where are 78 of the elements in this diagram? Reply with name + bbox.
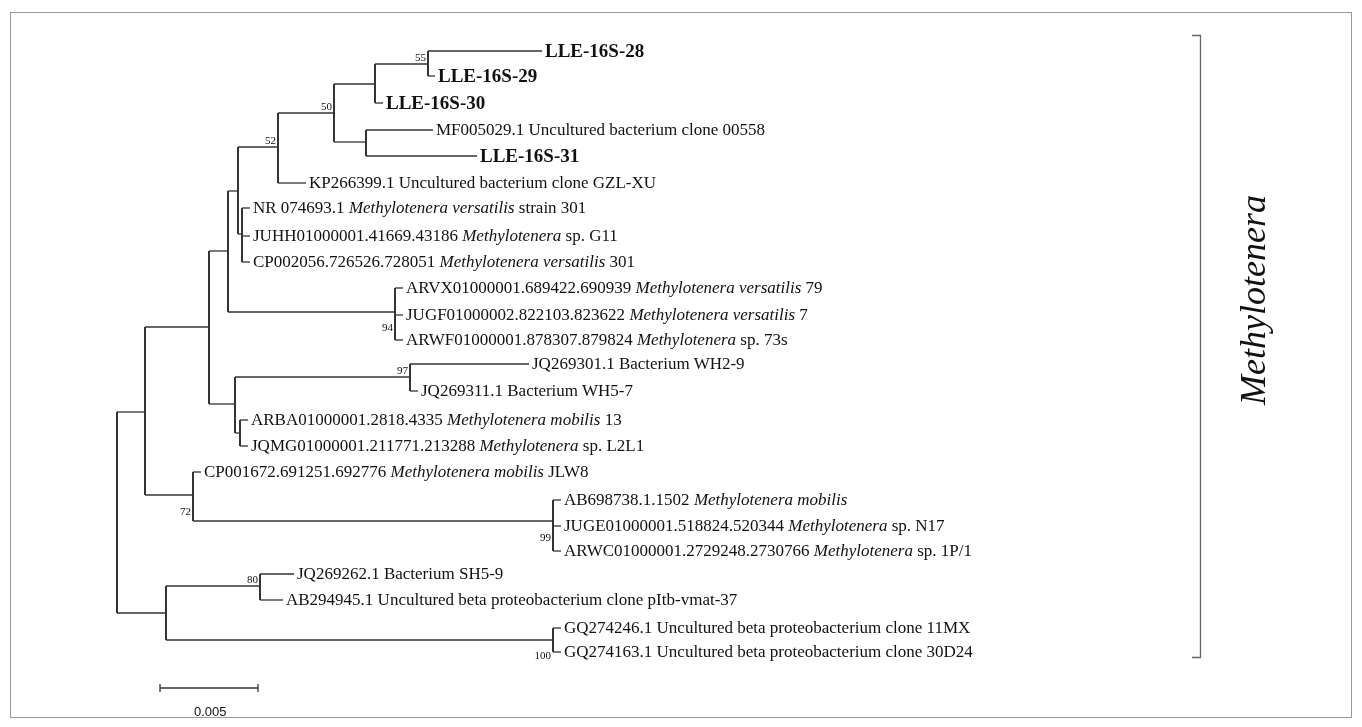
bootstrap-value: 94 [382, 321, 393, 333]
bootstrap-value: 72 [180, 505, 191, 517]
tree-branch [239, 419, 249, 421]
taxon-label: JQ269262.1 Bacterium SH5-9 [294, 564, 504, 584]
taxon-label: AB698738.1.1502 Methylotenera mobilis [561, 490, 848, 510]
tree-branch [208, 403, 236, 405]
bootstrap-value: 55 [415, 51, 426, 63]
tree-branch [259, 573, 295, 575]
taxon-label: KP266399.1 Uncultured bacterium clone GZL-XU [306, 173, 656, 193]
tree-branch [277, 182, 307, 184]
tree-branch [227, 190, 239, 192]
tree-branch [374, 63, 429, 65]
taxon-label: ARWC01000001.2729248.2730766 Methylotenera sp. 1P/1 [561, 541, 972, 561]
tree-branch [333, 141, 367, 143]
taxon-label: AB294945.1 Uncultured beta proteobacterium clone pItb-vmat-37 [283, 590, 738, 610]
bootstrap-value: 97 [397, 364, 408, 376]
tree-branch [427, 50, 543, 52]
tree-branch [227, 311, 396, 313]
clade-label: Methylotenera [1232, 195, 1273, 405]
taxon-label: LLE-16S-31 [477, 146, 580, 167]
taxon-label: JQ269311.1 Bacterium WH5-7 [418, 381, 633, 401]
tree-branch [365, 129, 434, 131]
tree-branch [192, 520, 554, 522]
taxon-label: GQ274163.1 Uncultured beta proteobacterium clone 30D24 [561, 642, 973, 662]
tree-branch [237, 233, 243, 235]
tree-branch [241, 207, 251, 209]
taxon-label: LLE-16S-30 [383, 93, 486, 114]
taxon-label: LLE-16S-28 [542, 41, 645, 62]
taxon-label: CP001672.691251.692776 Methylotenera mobilis JLW8 [201, 462, 589, 482]
bootstrap-value: 80 [247, 573, 258, 585]
tree-branch [333, 83, 376, 85]
tree-branch [409, 390, 419, 392]
tree-branch [192, 471, 202, 473]
taxon-label: CP002056.726526.728051 Methylotenera versatilis 301 [250, 252, 635, 272]
scale-label: 0.005 [194, 704, 227, 719]
taxon-label: MF005029.1 Uncultured bacterium clone 00558 [433, 120, 766, 140]
taxon-label: JUGF01000002.822103.823622 Methylotenera versatilis 7 [403, 305, 808, 325]
tree-branch [234, 376, 411, 378]
tree-branch [234, 432, 241, 434]
bootstrap-value: 100 [534, 649, 551, 661]
taxon-label: ARBA01000001.2818.4335 Methylotenera mobilis 13 [248, 410, 622, 430]
tree-branch [552, 499, 562, 501]
tree-branch [552, 525, 562, 527]
tree-branch [552, 627, 562, 629]
taxon-label: ARVX01000001.689422.690939 Methylotenera versatilis 79 [403, 278, 823, 298]
taxon-label: JUGE01000001.518824.520344 Methylotenera sp. N17 [561, 516, 945, 536]
tree-branch [552, 651, 562, 653]
tree-branch [237, 146, 279, 148]
tree-branch [277, 112, 335, 114]
bootstrap-value: 99 [540, 531, 551, 543]
tree-branch [144, 326, 210, 328]
tree-branch [394, 287, 404, 289]
tree-branch [374, 102, 384, 104]
tree-branch [241, 261, 251, 263]
taxon-label: ARWF01000001.878307.879824 Methylotenera sp. 73s [403, 330, 788, 350]
tree-branch [394, 314, 404, 316]
taxon-label: JQ269301.1 Bacterium WH2-9 [529, 354, 745, 374]
taxon-label: LLE-16S-29 [435, 66, 538, 87]
tree-branch [427, 75, 436, 77]
taxon-label: NR 074693.1 Methylotenera versatilis strain 301 [250, 198, 587, 218]
tree-branch [365, 155, 478, 157]
tree-branch [144, 494, 194, 496]
taxon-label: GQ274246.1 Uncultured beta proteobacterium clone 11MX [561, 618, 971, 638]
tree-branch [394, 339, 404, 341]
tree-branch [239, 445, 249, 447]
taxon-label: JQMG01000001.211771.213288 Methylotenera sp. L2L1 [248, 436, 645, 456]
bootstrap-value: 52 [265, 134, 276, 146]
tree-branch [116, 612, 167, 614]
tree-branch [165, 639, 554, 641]
tree-branch [241, 235, 251, 237]
tree-branch [208, 250, 229, 252]
tree-branch [409, 363, 530, 365]
tree-branch [552, 550, 562, 552]
bootstrap-value: 50 [321, 100, 332, 112]
tree-branch [259, 599, 284, 601]
tree-branch [116, 411, 146, 413]
tree-branch [165, 585, 261, 587]
taxon-label: JUHH01000001.41669.43186 Methylotenera sp. G11 [250, 226, 618, 246]
